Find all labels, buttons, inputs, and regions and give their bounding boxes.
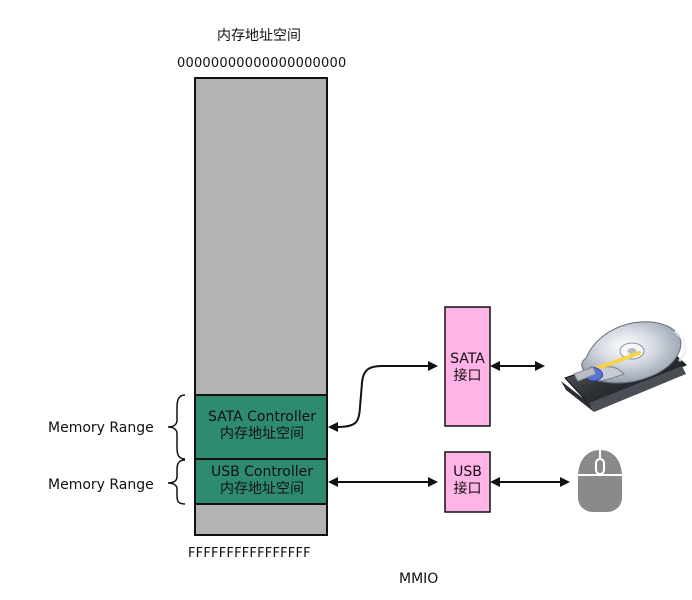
- memory-range-label-sata: Memory Range: [48, 420, 154, 436]
- sata-controller-range-block: [194, 394, 328, 460]
- bottom-address-label: FFFFFFFFFFFFFFFF: [188, 546, 311, 561]
- mmio-label: MMIO: [399, 571, 439, 587]
- hard-disk-icon: [561, 321, 687, 412]
- usb-controller-range-block: [194, 458, 328, 505]
- memory-range-label-usb: Memory Range: [48, 477, 154, 493]
- top-title: 内存地址空间: [217, 28, 301, 44]
- range-brace-sata: [167, 394, 186, 460]
- sata-connection-arrow: [328, 361, 438, 432]
- mouse-icon: [578, 450, 622, 512]
- top-address-label: 00000000000000000000: [177, 56, 347, 71]
- sata-interface-box: [444, 306, 491, 427]
- range-brace-usb: [167, 459, 186, 505]
- usb-interface-box: [444, 451, 491, 513]
